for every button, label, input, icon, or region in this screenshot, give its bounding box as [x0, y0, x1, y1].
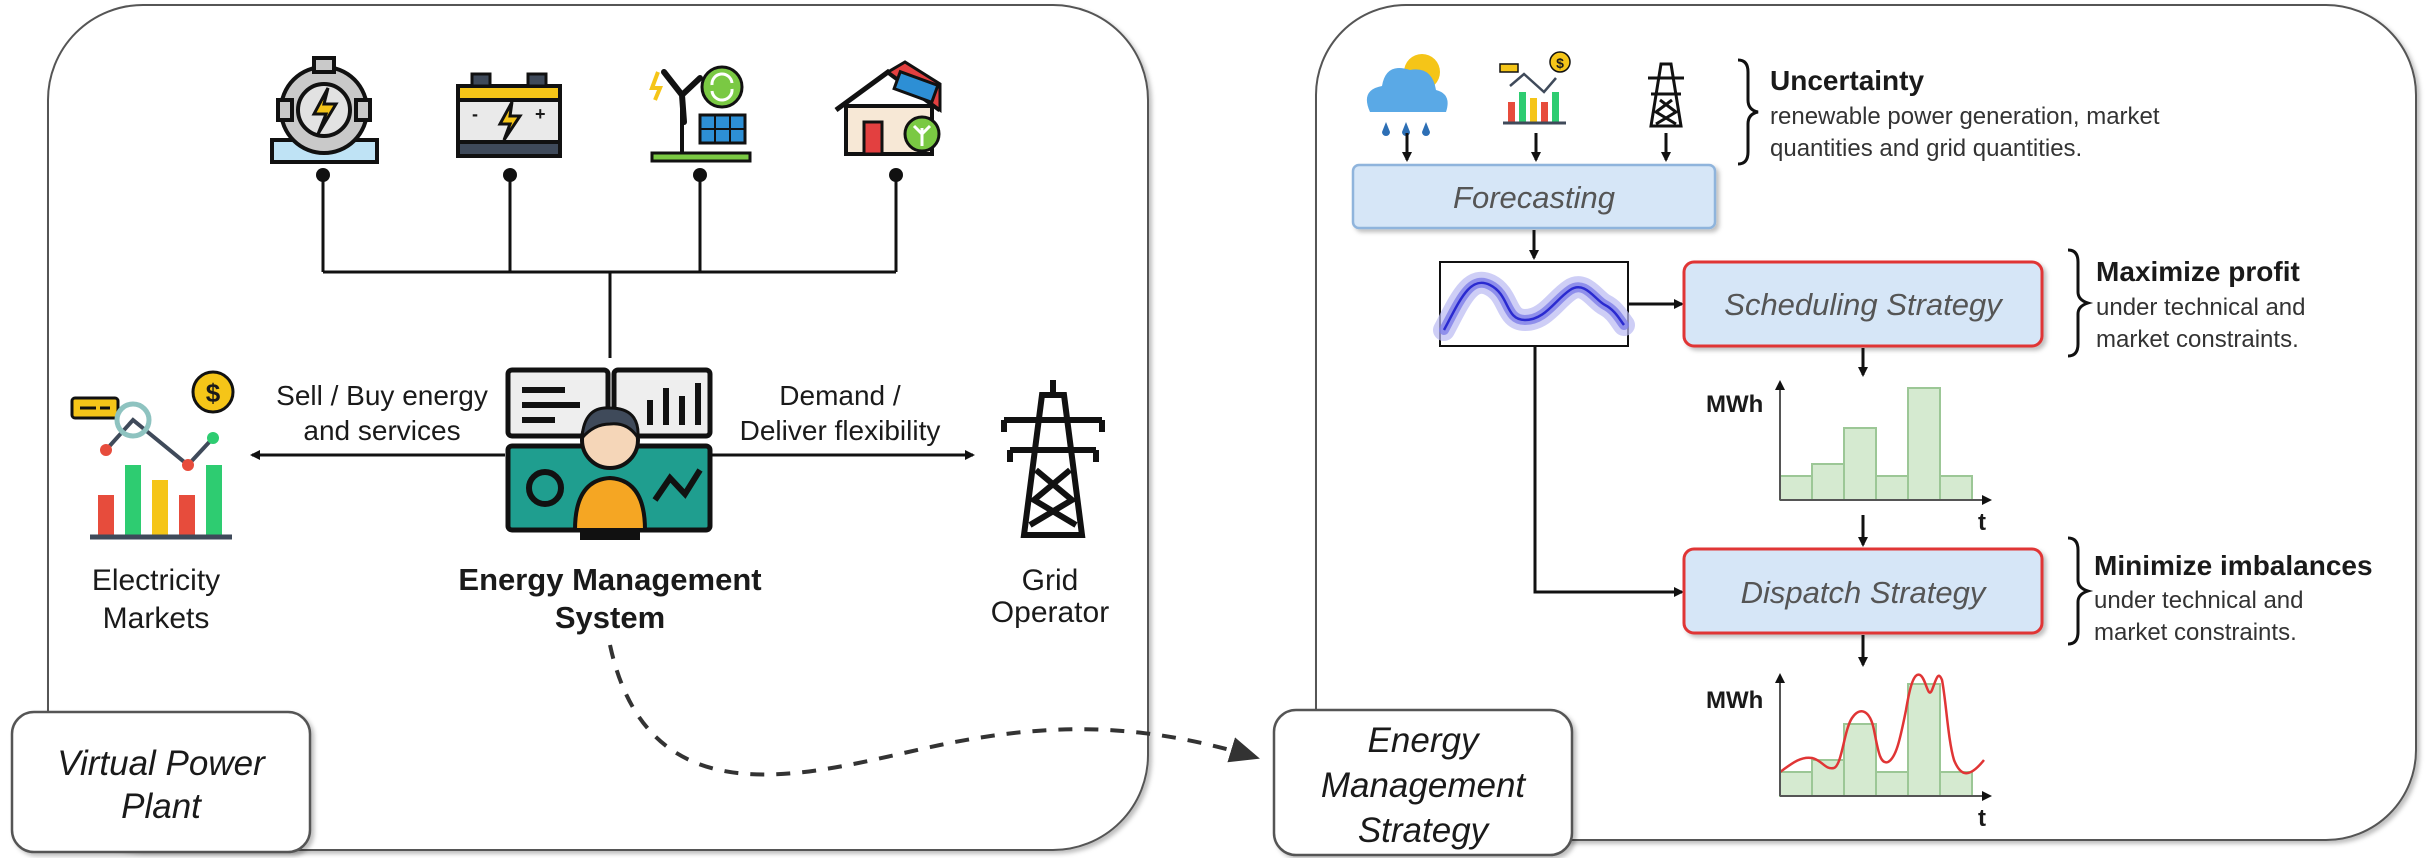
- connection-bus: [321, 175, 898, 358]
- dispatch-bar-4: [1875, 771, 1909, 797]
- smart-home-icon: [834, 60, 942, 156]
- ems-label-line2: System: [555, 600, 665, 635]
- demand-label-line2: Deliver flexibility: [740, 415, 941, 446]
- transmission-tower-icon: [1001, 380, 1105, 538]
- scheduling-label: Scheduling Strategy: [1724, 287, 2004, 322]
- profit-line1: under technical and: [2096, 294, 2305, 321]
- markets-label-line1: Electricity: [92, 564, 220, 597]
- profit-title: Maximize profit: [2096, 256, 2300, 287]
- vpp-label-line1: Virtual Power: [57, 744, 266, 783]
- market-small-dollar: $: [1556, 55, 1564, 71]
- ems-label-line1: Energy Management: [458, 562, 761, 597]
- grid-label-line1: Grid: [1022, 564, 1079, 597]
- dispatch-box: [1682, 547, 2044, 635]
- market-dollar-badge: $: [206, 378, 221, 408]
- schedule-bar-1: [1779, 475, 1813, 501]
- strategy-label-box: [1272, 708, 1574, 857]
- forecasting-box: [1351, 163, 1717, 230]
- svg-text:-: -: [472, 104, 478, 124]
- schedule-bar-3: [1843, 427, 1877, 501]
- grid-label-line2: Operator: [991, 596, 1109, 629]
- imbalance-brace: [2067, 536, 2094, 646]
- dispatch-bars: [1779, 683, 1973, 797]
- vpp-label-line2: Plant: [121, 787, 202, 826]
- inputs-arrows: [1402, 133, 1671, 162]
- scheduling-box: [1682, 260, 2044, 348]
- schedule-bars: [1779, 387, 1973, 501]
- strategy-label-line2: Management: [1321, 766, 1527, 805]
- forecast-ensemble-plot: [1433, 261, 1635, 347]
- dispatch-bar-3: [1843, 723, 1877, 797]
- schedule-bar-5: [1907, 387, 1941, 501]
- markets-label-line2: Markets: [103, 602, 210, 635]
- imbalance-title: Minimize imbalances: [2094, 550, 2373, 581]
- forecasting-label: Forecasting: [1453, 180, 1615, 215]
- schedule-bar-6: [1939, 475, 1973, 501]
- strategy-label-line1: Energy: [1368, 721, 1481, 760]
- schedule-chart: MWh t: [1706, 380, 1992, 536]
- renewables-icon: [649, 65, 752, 163]
- vpp-label-box: [10, 710, 312, 854]
- dispatch-curve: [1779, 673, 1985, 775]
- uncertainty-line1: renewable power generation, market: [1770, 103, 2160, 130]
- dispatch-chart: MWh t: [1706, 673, 1992, 832]
- dispatch-t-label: t: [1978, 805, 1986, 832]
- hydro-gear-icon: [270, 56, 379, 164]
- uncertainty-brace: [1737, 58, 1759, 166]
- battery-icon: - +: [456, 72, 562, 158]
- schedule-mwh-label: MWh: [1706, 391, 1763, 418]
- dispatch-bar-5: [1907, 683, 1941, 797]
- imbalance-line2: market constraints.: [2094, 619, 2297, 646]
- sell-buy-label-line1: Sell / Buy energy: [276, 380, 488, 411]
- small-tower-icon: [1648, 62, 1684, 128]
- plot-to-dispatch-arrow: [1533, 346, 1684, 597]
- uncertainty-line2: quantities and grid quantities.: [1770, 135, 2082, 162]
- svg-text:+: +: [535, 104, 546, 124]
- connection-dots: [316, 168, 903, 182]
- dashed-link-arrow: [608, 644, 1260, 777]
- profit-brace: [2067, 248, 2094, 358]
- ems-operator-icon: [505, 367, 713, 540]
- demand-label-line1: Demand /: [779, 380, 901, 411]
- schedule-t-label: t: [1978, 509, 1986, 536]
- schedule-bar-4: [1875, 475, 1909, 501]
- strategy-label-line3: Strategy: [1358, 811, 1491, 850]
- dispatch-label: Dispatch Strategy: [1741, 575, 1988, 610]
- market-chart-icon: $: [70, 370, 235, 540]
- profit-line2: market constraints.: [2096, 326, 2299, 353]
- uncertainty-title: Uncertainty: [1770, 65, 1924, 96]
- sell-buy-label-line2: and services: [303, 415, 460, 446]
- dispatch-bar-6: [1939, 771, 1973, 797]
- dispatch-mwh-label: MWh: [1706, 687, 1763, 714]
- market-small-icon: $: [1499, 51, 1571, 125]
- imbalance-line1: under technical and: [2094, 587, 2303, 614]
- weather-icon: [1366, 54, 1448, 136]
- schedule-bar-2: [1811, 463, 1845, 501]
- dispatch-bar-2: [1811, 759, 1845, 797]
- dispatch-bar-1: [1779, 771, 1813, 797]
